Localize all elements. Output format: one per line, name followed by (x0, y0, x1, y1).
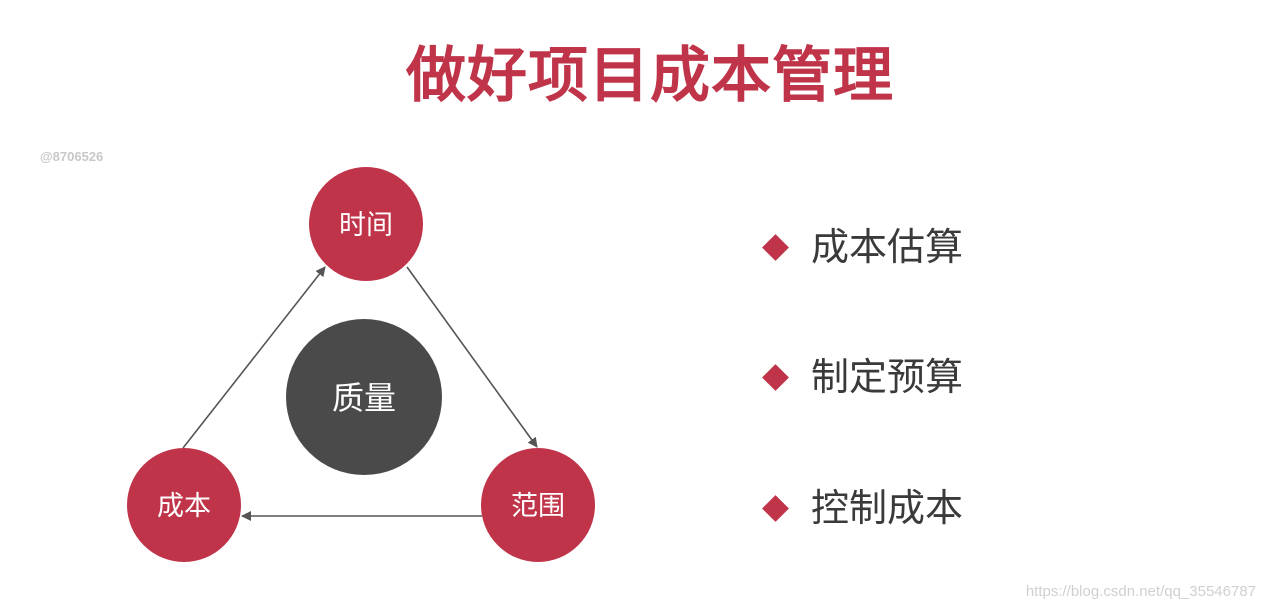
bullet-item: 制定预算 (762, 353, 964, 401)
bullet-item: 控制成本 (762, 484, 964, 532)
diamond-bullet-icon (762, 363, 789, 391)
node-scope-label: 范围 (511, 491, 565, 522)
arrow-time-to-scope (406, 266, 538, 448)
node-quality (286, 319, 442, 475)
bullet-item: 成本估算 (762, 223, 964, 271)
node-time-label: 时间 (339, 210, 393, 241)
bullet-text: 成本估算 (811, 225, 964, 269)
diamond-bullet-icon (762, 233, 789, 261)
node-time (309, 167, 423, 281)
arrow-cost-to-time (182, 266, 326, 449)
diamond-bullet-icon (762, 494, 789, 522)
watermark-url: https://blog.csdn.net/qq_35546787 (1025, 583, 1256, 600)
bullet-text: 制定预算 (811, 355, 964, 399)
watermark-id: @8706526 (40, 149, 104, 164)
node-cost (127, 448, 241, 562)
page-title: 做好项目成本管理 (406, 41, 894, 111)
bullet-text: 控制成本 (811, 486, 964, 530)
node-quality-label: 质量 (332, 379, 396, 417)
node-scope (481, 448, 595, 562)
node-cost-label: 成本 (157, 491, 211, 522)
